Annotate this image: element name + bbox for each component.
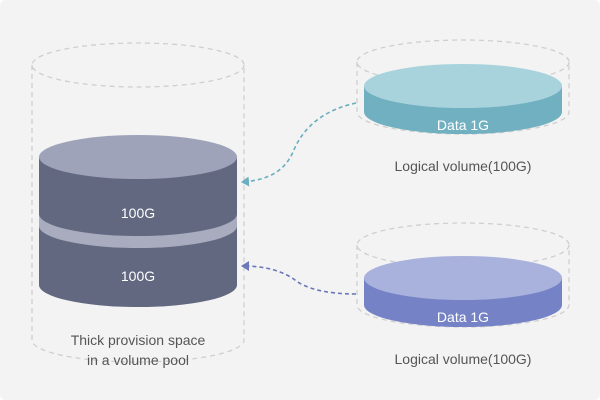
volume-teal-caption: Logical volume(100G): [395, 158, 532, 174]
volume-teal-data-top: [364, 64, 562, 108]
arrow-blue-connector: [241, 261, 357, 295]
volume-blue-caption: Logical volume(100G): [395, 351, 532, 367]
volume-teal-data-label: Data 1G: [437, 117, 489, 133]
pool-upper-label: 100G: [121, 205, 155, 221]
volume-teal-outline-sides: [356, 62, 570, 135]
logical-volume-teal: Data 1G Logical volume(100G): [356, 39, 570, 174]
volume-blue-data-top: [364, 256, 562, 300]
pool-upper-segment-body: [39, 157, 237, 236]
pool-lower-segment-body: [39, 226, 237, 307]
pool-caption-line1: Thick provision space: [71, 332, 206, 348]
pool-outline-sides: [31, 65, 245, 363]
arrow-teal-connector: [241, 102, 357, 187]
pool-caption-line2: in a volume pool: [87, 352, 189, 368]
volume-pool-cylinder: 100G 100G Thick provision space in a vol…: [31, 42, 245, 368]
pool-lower-label: 100G: [121, 268, 155, 284]
logical-volume-blue: Data 1G Logical volume(100G): [356, 222, 570, 367]
pool-upper-segment-top: [39, 135, 237, 179]
volume-blue-data-label: Data 1G: [437, 309, 489, 325]
pool-outline-top: [31, 42, 245, 88]
